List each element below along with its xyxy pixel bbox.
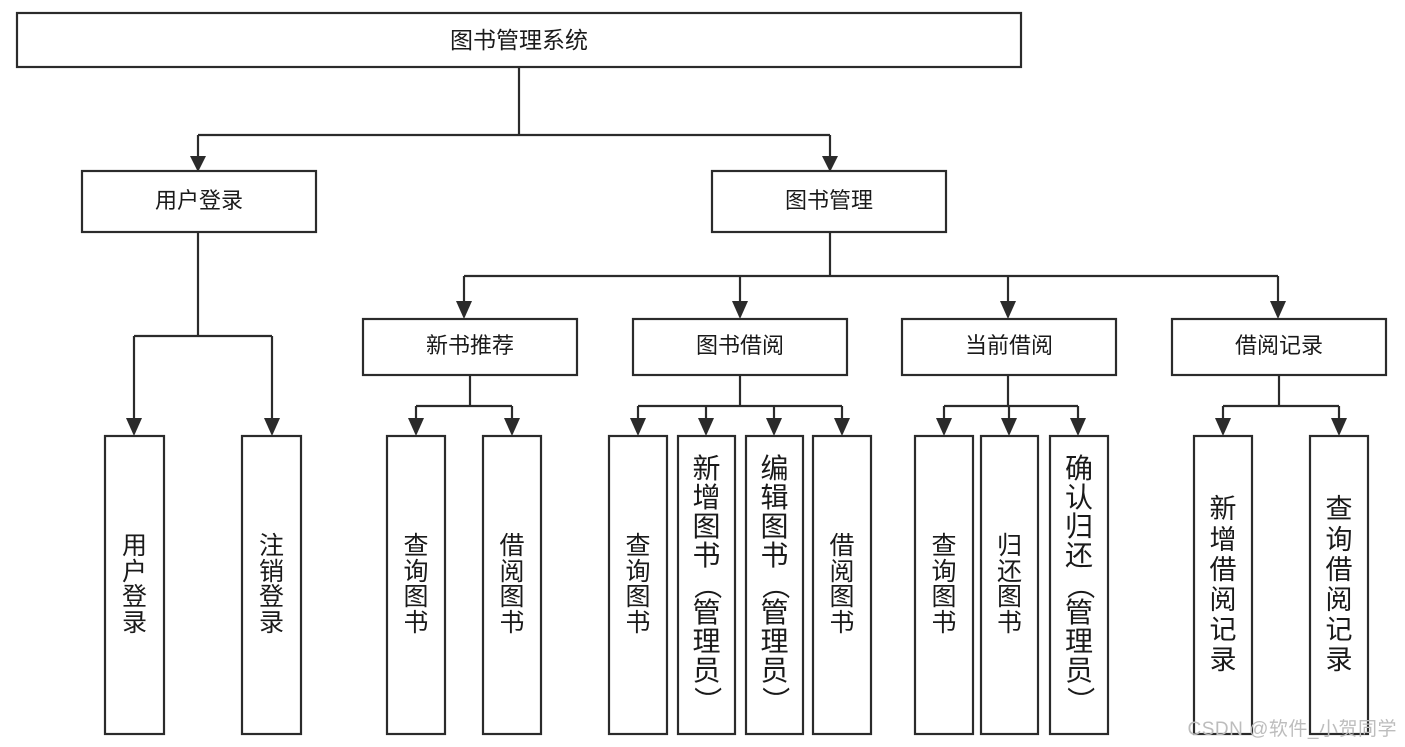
leaf-confirm-return-box[interactable] bbox=[1048, 434, 1110, 736]
node-user-login-box[interactable] bbox=[80, 169, 318, 234]
arrow-leaf-user-login bbox=[126, 418, 142, 436]
leaf-boxes bbox=[103, 434, 1370, 736]
node-borrow-record-box[interactable] bbox=[1170, 317, 1388, 377]
leaf-borrow-book-2-box[interactable] bbox=[811, 434, 873, 736]
arrow-user-login bbox=[190, 156, 206, 172]
node-root[interactable]: 图书管理系统 bbox=[15, 11, 1023, 69]
leaf-logout-box[interactable] bbox=[240, 434, 303, 736]
arrow-leaf-borrow-book-2 bbox=[834, 418, 850, 436]
arrow-leaf-edit-book bbox=[766, 418, 782, 436]
arrow-leaf-add-book bbox=[698, 418, 714, 436]
node-book-borrow-box[interactable] bbox=[631, 317, 849, 377]
leaf-add-record-box[interactable] bbox=[1192, 434, 1254, 736]
node-borrow-record[interactable]: 借阅记录 bbox=[1170, 317, 1388, 377]
arrow-new-book-recommend bbox=[456, 301, 472, 319]
leaf-query-book-1-box[interactable] bbox=[385, 434, 447, 736]
arrow-leaf-query-book-3 bbox=[936, 418, 952, 436]
node-current-borrow[interactable]: 当前借阅 bbox=[900, 317, 1118, 377]
arrow-leaf-query-record bbox=[1331, 418, 1347, 436]
node-root-label: 图书管理系统 bbox=[450, 27, 588, 53]
leaf-borrow-book-1-box[interactable] bbox=[481, 434, 543, 736]
node-root-box[interactable] bbox=[15, 11, 1023, 69]
arrow-leaf-return-book bbox=[1001, 418, 1017, 436]
arrow-book-borrow bbox=[732, 301, 748, 319]
arrow-current-borrow bbox=[1000, 301, 1016, 319]
node-book-manage[interactable]: 图书管理 bbox=[710, 169, 948, 234]
arrow-book-manage bbox=[822, 156, 838, 172]
node-current-borrow-label: 当前借阅 bbox=[965, 333, 1053, 358]
connector-layer bbox=[126, 67, 1347, 436]
leaf-add-book-box[interactable] bbox=[676, 434, 737, 736]
leaf-query-book-3-box[interactable] bbox=[913, 434, 975, 736]
node-book-manage-box[interactable] bbox=[710, 169, 948, 234]
arrow-leaf-add-record bbox=[1215, 418, 1231, 436]
node-new-book-recommend-label: 新书推荐 bbox=[426, 333, 514, 358]
node-book-borrow[interactable]: 图书借阅 bbox=[631, 317, 849, 377]
node-book-manage-label: 图书管理 bbox=[785, 188, 873, 213]
arrow-borrow-record bbox=[1270, 301, 1286, 319]
leaf-query-record-box[interactable] bbox=[1308, 434, 1370, 736]
node-book-borrow-label: 图书借阅 bbox=[696, 333, 784, 358]
leaf-edit-book-box[interactable] bbox=[744, 434, 805, 736]
node-borrow-record-label: 借阅记录 bbox=[1235, 333, 1323, 358]
leaf-user-login-box[interactable] bbox=[103, 434, 166, 736]
arrow-leaf-query-book-2 bbox=[630, 418, 646, 436]
arrow-leaf-borrow-book-1 bbox=[504, 418, 520, 436]
node-new-book-recommend-box[interactable] bbox=[361, 317, 579, 377]
arrow-leaf-query-book-1 bbox=[408, 418, 424, 436]
node-current-borrow-box[interactable] bbox=[900, 317, 1118, 377]
node-user-login[interactable]: 用户登录 bbox=[80, 169, 318, 234]
leaf-return-book-box[interactable] bbox=[979, 434, 1040, 736]
node-user-login-label: 用户登录 bbox=[155, 188, 243, 213]
leaf-query-book-2-box[interactable] bbox=[607, 434, 669, 736]
node-new-book-recommend[interactable]: 新书推荐 bbox=[361, 317, 579, 377]
arrow-leaf-logout bbox=[264, 418, 280, 436]
arrow-leaf-confirm-return bbox=[1070, 418, 1086, 436]
